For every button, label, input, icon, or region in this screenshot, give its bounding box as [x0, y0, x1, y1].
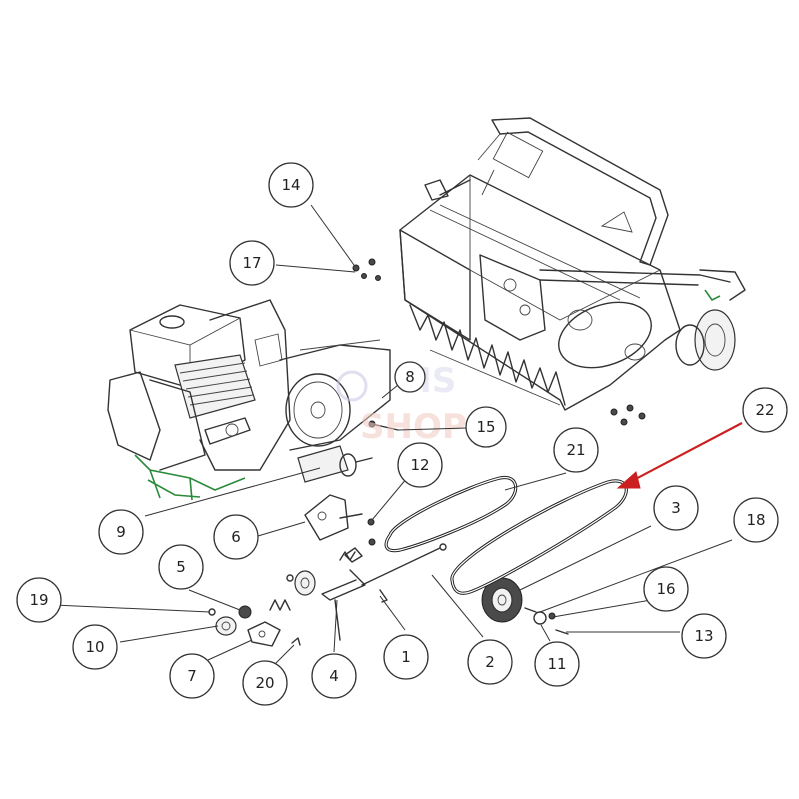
svg-text:17: 17	[242, 254, 261, 272]
belt-22	[450, 479, 628, 595]
balloon-3: 3	[653, 485, 699, 531]
balloon-8: 8	[394, 361, 426, 393]
svg-text:8: 8	[405, 368, 415, 386]
balloon-19: 19	[16, 577, 62, 623]
machine-housing	[399, 117, 746, 411]
balloon-4: 4	[311, 653, 357, 699]
svg-text:6: 6	[231, 528, 241, 546]
balloon-22: 22	[742, 387, 788, 433]
svg-text:5: 5	[176, 558, 186, 576]
balloon-6: 6	[213, 514, 259, 560]
balloon-21: 21	[553, 427, 599, 473]
small-parts	[208, 258, 646, 647]
balloon-2: 2	[467, 639, 513, 685]
svg-text:20: 20	[255, 674, 274, 692]
svg-text:9: 9	[116, 523, 126, 541]
svg-text:14: 14	[281, 176, 300, 194]
svg-text:7: 7	[187, 667, 197, 685]
svg-text:10: 10	[85, 638, 104, 656]
balloon-18: 18	[733, 497, 779, 543]
balloon-16: 16	[643, 566, 689, 612]
callout-balloons: 14 17 8 15 12 21 22 3 18 9 6 5 19 10 7 2…	[16, 162, 788, 706]
engine-assembly	[107, 299, 391, 501]
watermark-line2: SHOP	[360, 407, 467, 447]
balloon-7: 7	[169, 653, 215, 699]
svg-text:12: 12	[410, 456, 429, 474]
svg-text:15: 15	[476, 418, 495, 436]
svg-text:13: 13	[694, 627, 713, 645]
svg-text:18: 18	[746, 511, 765, 529]
svg-text:16: 16	[656, 580, 675, 598]
svg-text:1: 1	[401, 648, 411, 666]
belts	[384, 476, 628, 595]
svg-text:3: 3	[671, 499, 681, 517]
balloon-5: 5	[158, 544, 204, 590]
balloon-11: 11	[534, 641, 580, 687]
svg-text:19: 19	[29, 591, 48, 609]
balloon-10: 10	[72, 624, 118, 670]
highlight-arrow	[616, 422, 743, 489]
leader-lines	[53, 204, 733, 667]
svg-text:2: 2	[485, 653, 495, 671]
balloon-17: 17	[229, 240, 275, 286]
balloon-20: 20	[242, 660, 288, 706]
svg-text:21: 21	[566, 441, 585, 459]
balloon-1: 1	[383, 634, 429, 680]
watermark-logo: MS SHOP	[336, 361, 467, 447]
svg-text:11: 11	[547, 655, 566, 673]
balloon-14: 14	[268, 162, 314, 208]
balloon-15: 15	[465, 406, 507, 448]
balloon-13: 13	[681, 613, 727, 659]
svg-text:4: 4	[329, 667, 339, 685]
balloon-12: 12	[397, 442, 443, 488]
svg-text:22: 22	[755, 401, 774, 419]
balloon-9: 9	[98, 509, 144, 555]
